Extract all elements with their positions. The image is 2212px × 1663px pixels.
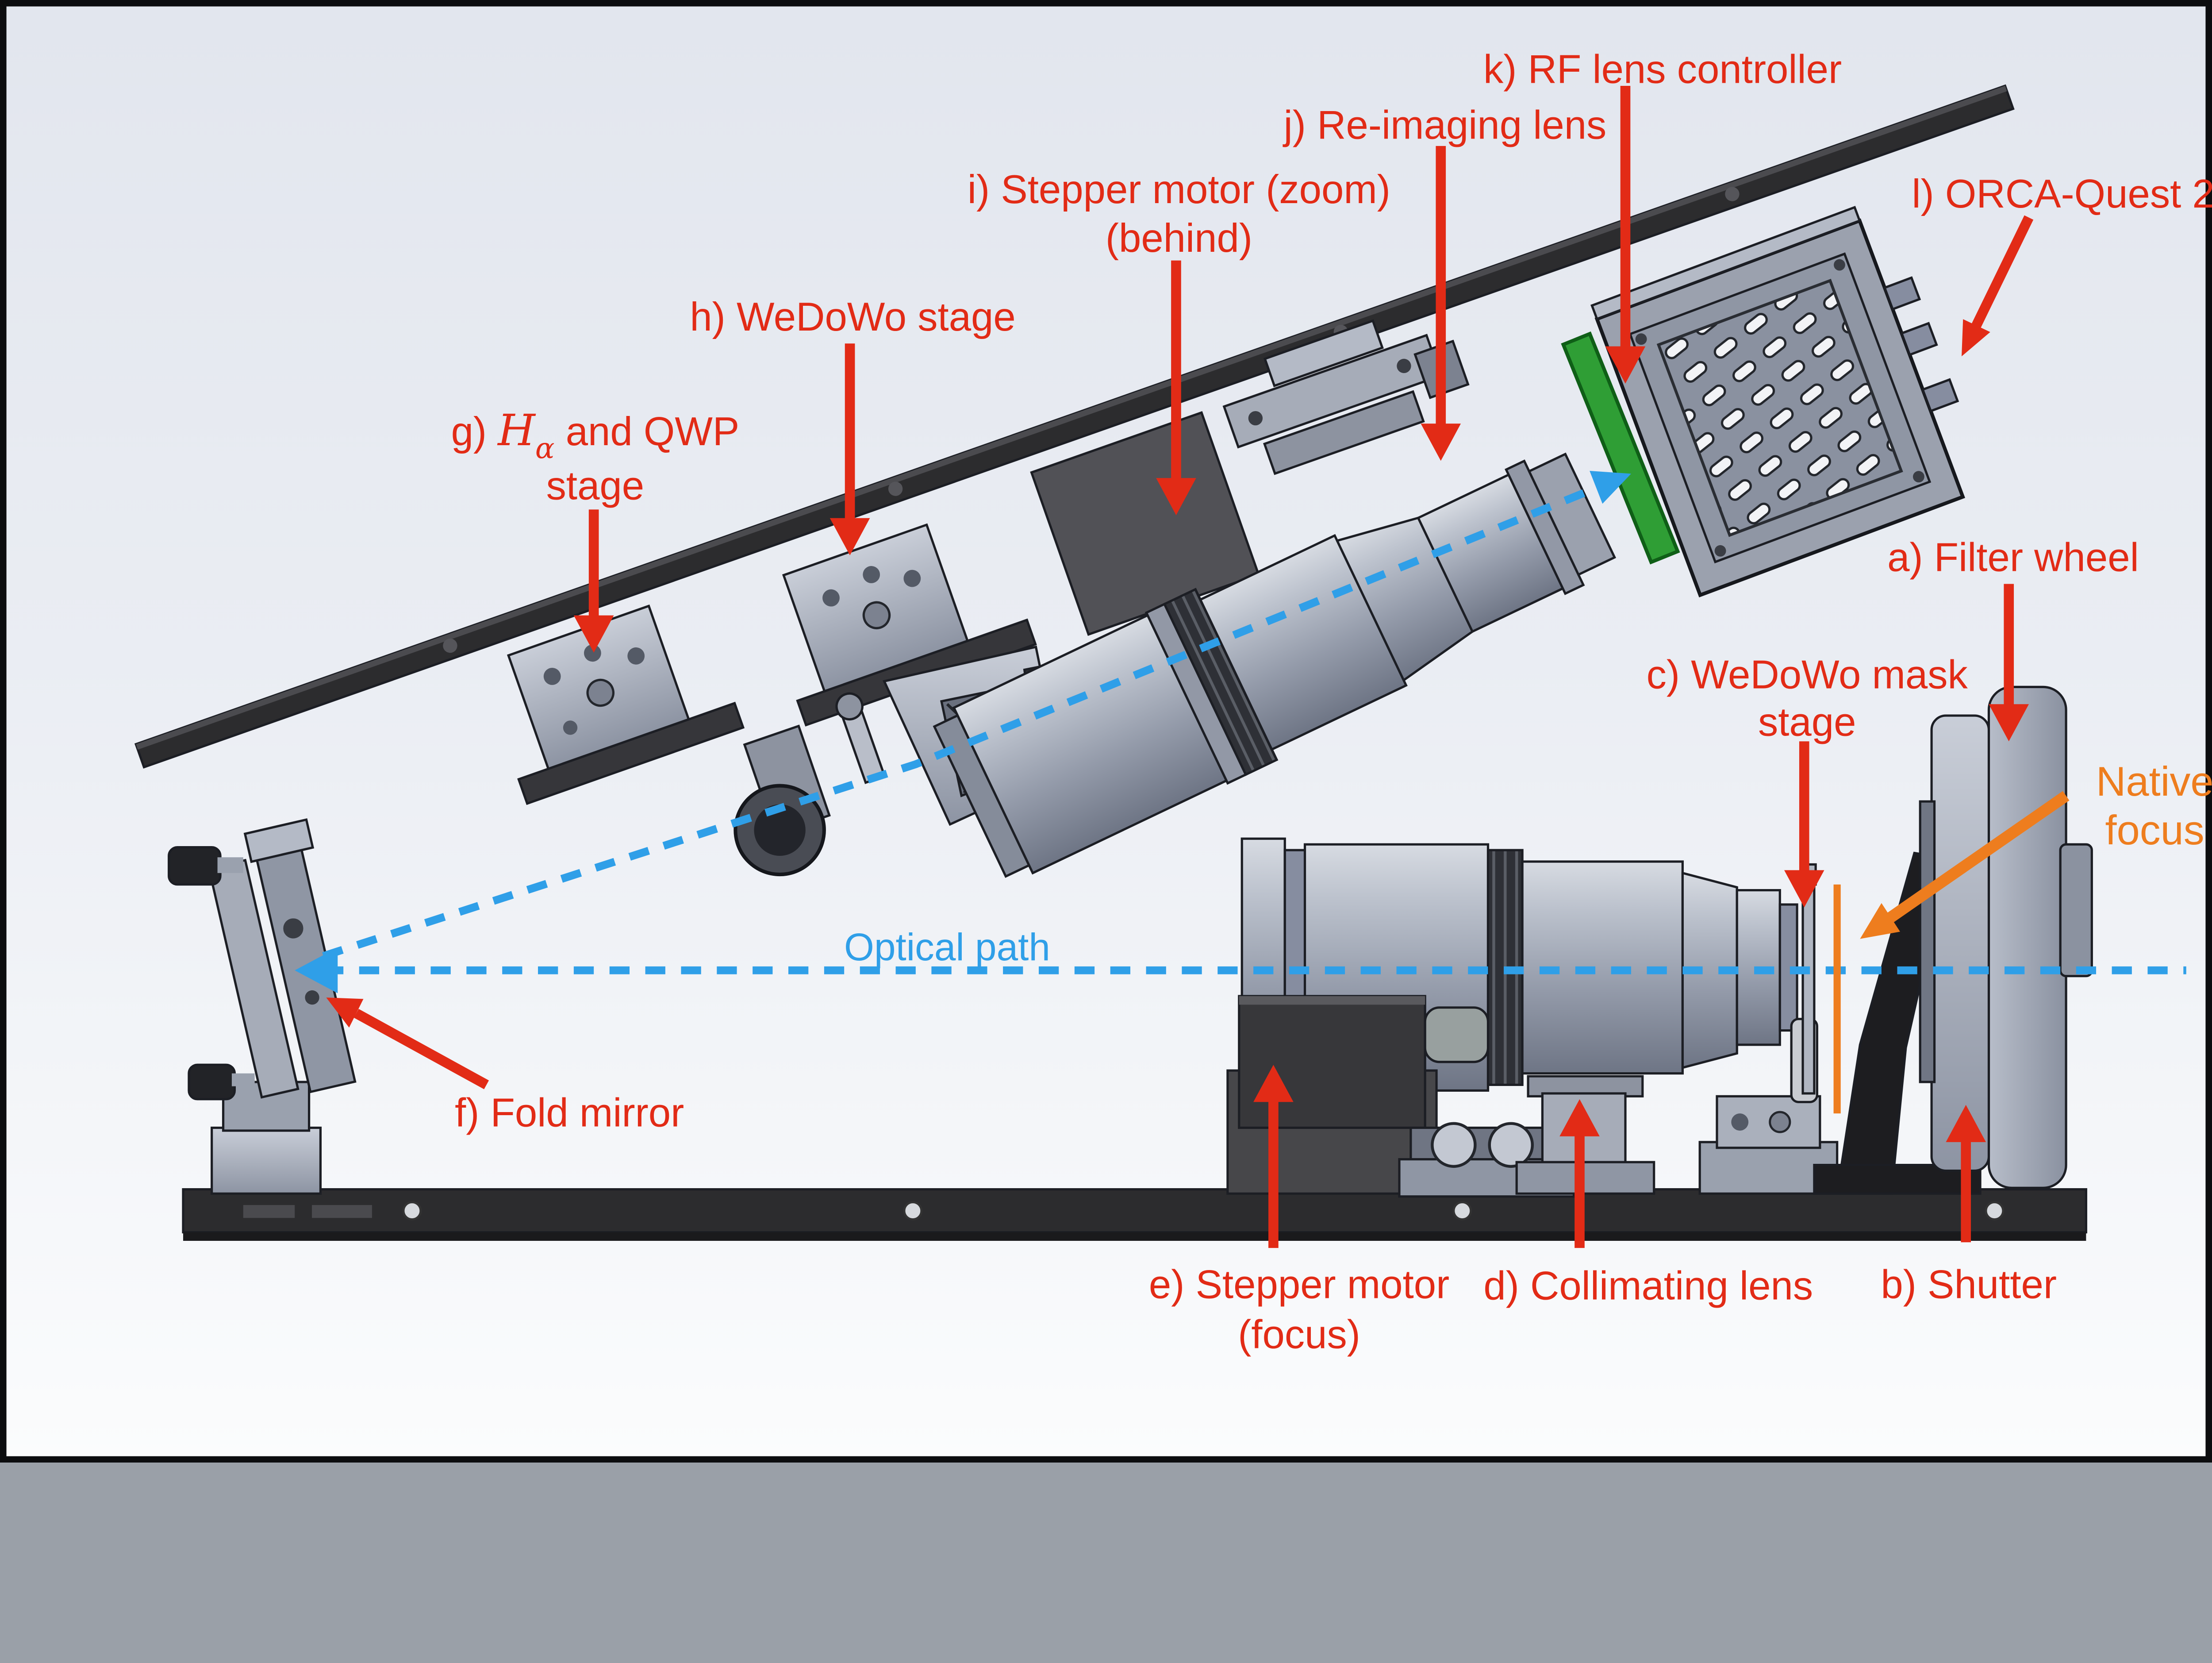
camera-connector bbox=[1921, 378, 1959, 413]
rail-bolt bbox=[903, 1201, 923, 1220]
rail-bolt bbox=[1452, 1201, 1472, 1220]
rail-bolt bbox=[1985, 1201, 2005, 1220]
motor-coupler bbox=[1424, 1006, 1490, 1063]
arrow-a-filter-wheel bbox=[1989, 704, 2029, 742]
label-b-shutter: b) Shutter bbox=[1881, 1262, 2057, 1307]
arrow-h-wedowo-stage bbox=[830, 518, 870, 555]
label-k-rf-lens-controller: k) RF lens controller bbox=[1483, 47, 1842, 92]
arrow-g-halpha-stage bbox=[573, 615, 614, 653]
labels: k) RF lens controller j) Re-imaging lens… bbox=[451, 47, 2212, 1357]
rf-lens-controller-ring bbox=[1561, 331, 1680, 565]
adjuster-knob-top bbox=[168, 846, 222, 886]
arrow-f-fold-mirror bbox=[326, 997, 364, 1028]
camera-connector bbox=[1883, 276, 1921, 311]
arrow-c-mask-stage bbox=[1784, 870, 1824, 908]
label-f-fold-mirror: f) Fold mirror bbox=[455, 1090, 684, 1135]
lens-holder-disc bbox=[733, 724, 831, 877]
rail-engraving bbox=[243, 1205, 295, 1218]
native-focus-annotation bbox=[1833, 791, 2070, 1114]
optical-path-diagonal bbox=[322, 483, 1601, 960]
label-e-stepper-focus-line1: e) Stepper motor bbox=[1149, 1262, 1449, 1307]
arrow-l-camera bbox=[1962, 319, 1990, 357]
label-g-halpha-qwp-line2: stage bbox=[546, 464, 645, 508]
label-e-stepper-focus-line2: (focus) bbox=[1238, 1313, 1360, 1357]
label-a-filter-wheel: a) Filter wheel bbox=[1887, 535, 2139, 580]
reimaging-lens-mechanism bbox=[1222, 319, 1470, 475]
adjustment-post bbox=[835, 692, 886, 784]
label-i-stepper-zoom-line1: i) Stepper motor (zoom) bbox=[968, 167, 1390, 212]
halpha-qwp-stage bbox=[507, 604, 745, 805]
orca-quest2-camera bbox=[1590, 206, 1966, 597]
label-i-stepper-zoom-line2: (behind) bbox=[1106, 216, 1252, 261]
label-h-wedowo-stage: h) WeDoWo stage bbox=[690, 295, 1015, 339]
zoom-lens-barrel bbox=[933, 452, 1617, 878]
figure-svg: k) RF lens controller j) Re-imaging lens… bbox=[0, 0, 2212, 1463]
arrow-i-stepper-zoom bbox=[1156, 478, 1196, 516]
filter-wheel bbox=[1919, 685, 2093, 1189]
fold-mirror-assembly bbox=[168, 818, 357, 1195]
wedowo-mask-blade bbox=[1801, 874, 1816, 1095]
label-native-focus-line2: focus bbox=[2105, 807, 2204, 853]
arrow-d-collimating-lens bbox=[1559, 1099, 1600, 1136]
adjuster-knob-bottom bbox=[188, 1063, 236, 1101]
arrow-e-stepper-focus bbox=[1253, 1065, 1294, 1102]
label-optical-path: Optical path bbox=[844, 925, 1050, 969]
arrow-j-reimaging-lens bbox=[1421, 423, 1461, 461]
arrow-k-rf-controller bbox=[1605, 346, 1646, 384]
red-arrows bbox=[326, 86, 2034, 1248]
rail-bolt bbox=[402, 1201, 422, 1220]
camera-vent-grid bbox=[1656, 278, 1903, 537]
label-l-orca-quest2: l) ORCA-Quest 2 bbox=[1912, 172, 2212, 216]
annotated-cad-figure: k) RF lens controller j) Re-imaging lens… bbox=[0, 0, 2212, 1463]
label-g-halpha-qwp-line1: g) Hα and QWP bbox=[451, 405, 740, 465]
optical-path-arrowhead-camera bbox=[1590, 471, 1631, 504]
label-j-reimaging-lens: j) Re-imaging lens bbox=[1283, 103, 1607, 148]
base-rail bbox=[182, 1188, 2087, 1241]
figure-border bbox=[0, 0, 2212, 1463]
label-c-mask-stage-line1: c) WeDoWo mask bbox=[1647, 653, 1968, 697]
camera-connector bbox=[1900, 322, 1938, 356]
optical-path-lines bbox=[295, 471, 2186, 993]
label-c-mask-stage-line2: stage bbox=[1758, 700, 1856, 744]
arrow-b-shutter bbox=[1946, 1105, 1986, 1142]
upper-rail bbox=[134, 84, 2015, 769]
label-native-focus-line1: Native bbox=[2096, 758, 2212, 805]
label-d-collimating-lens: d) Collimating lens bbox=[1483, 1264, 1813, 1309]
